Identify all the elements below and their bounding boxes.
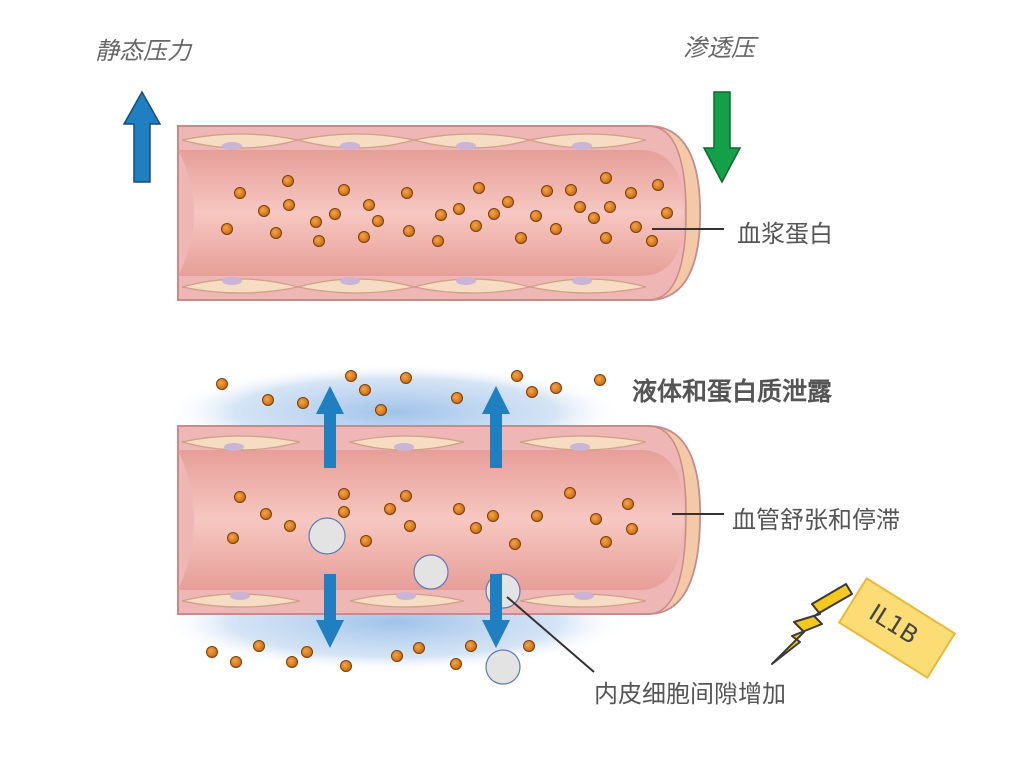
down-arrow-icon — [702, 91, 742, 184]
endothelial-cells-top — [181, 133, 647, 294]
leukocytes — [308, 517, 521, 685]
leak-arrows — [316, 386, 510, 648]
osmotic-pressure-label: 渗透压 — [683, 34, 755, 62]
lightning-icon — [771, 583, 853, 665]
hydrostatic-pressure-label: 静态压力 — [95, 37, 191, 65]
normal-vessel — [177, 125, 724, 301]
up-arrow-icon — [122, 90, 162, 183]
cytokine-tag-icon — [837, 577, 957, 679]
vessel-lumen-bottom — [178, 450, 684, 590]
endothelial-cells-bottom — [181, 435, 647, 608]
plasma-proteins-bottom — [227, 487, 638, 550]
plasma-protein-label: 血浆蛋白 — [737, 220, 833, 248]
cell-nuclei-bottom — [224, 443, 594, 600]
leaked-proteins — [206, 370, 606, 672]
vasodilation-label: 血管舒张和停滞 — [732, 506, 900, 534]
vessel-lumen-top — [178, 150, 684, 276]
endothelial-gap-label: 内皮细胞间隙增加 — [594, 680, 786, 708]
cell-nuclei-top — [222, 142, 592, 285]
plasma-proteins-top — [221, 172, 673, 247]
leakage-label: 液体和蛋白质泄露 — [632, 377, 833, 406]
endothelial-gap-pointer — [506, 596, 595, 673]
inflamed-vessel — [160, 364, 724, 685]
